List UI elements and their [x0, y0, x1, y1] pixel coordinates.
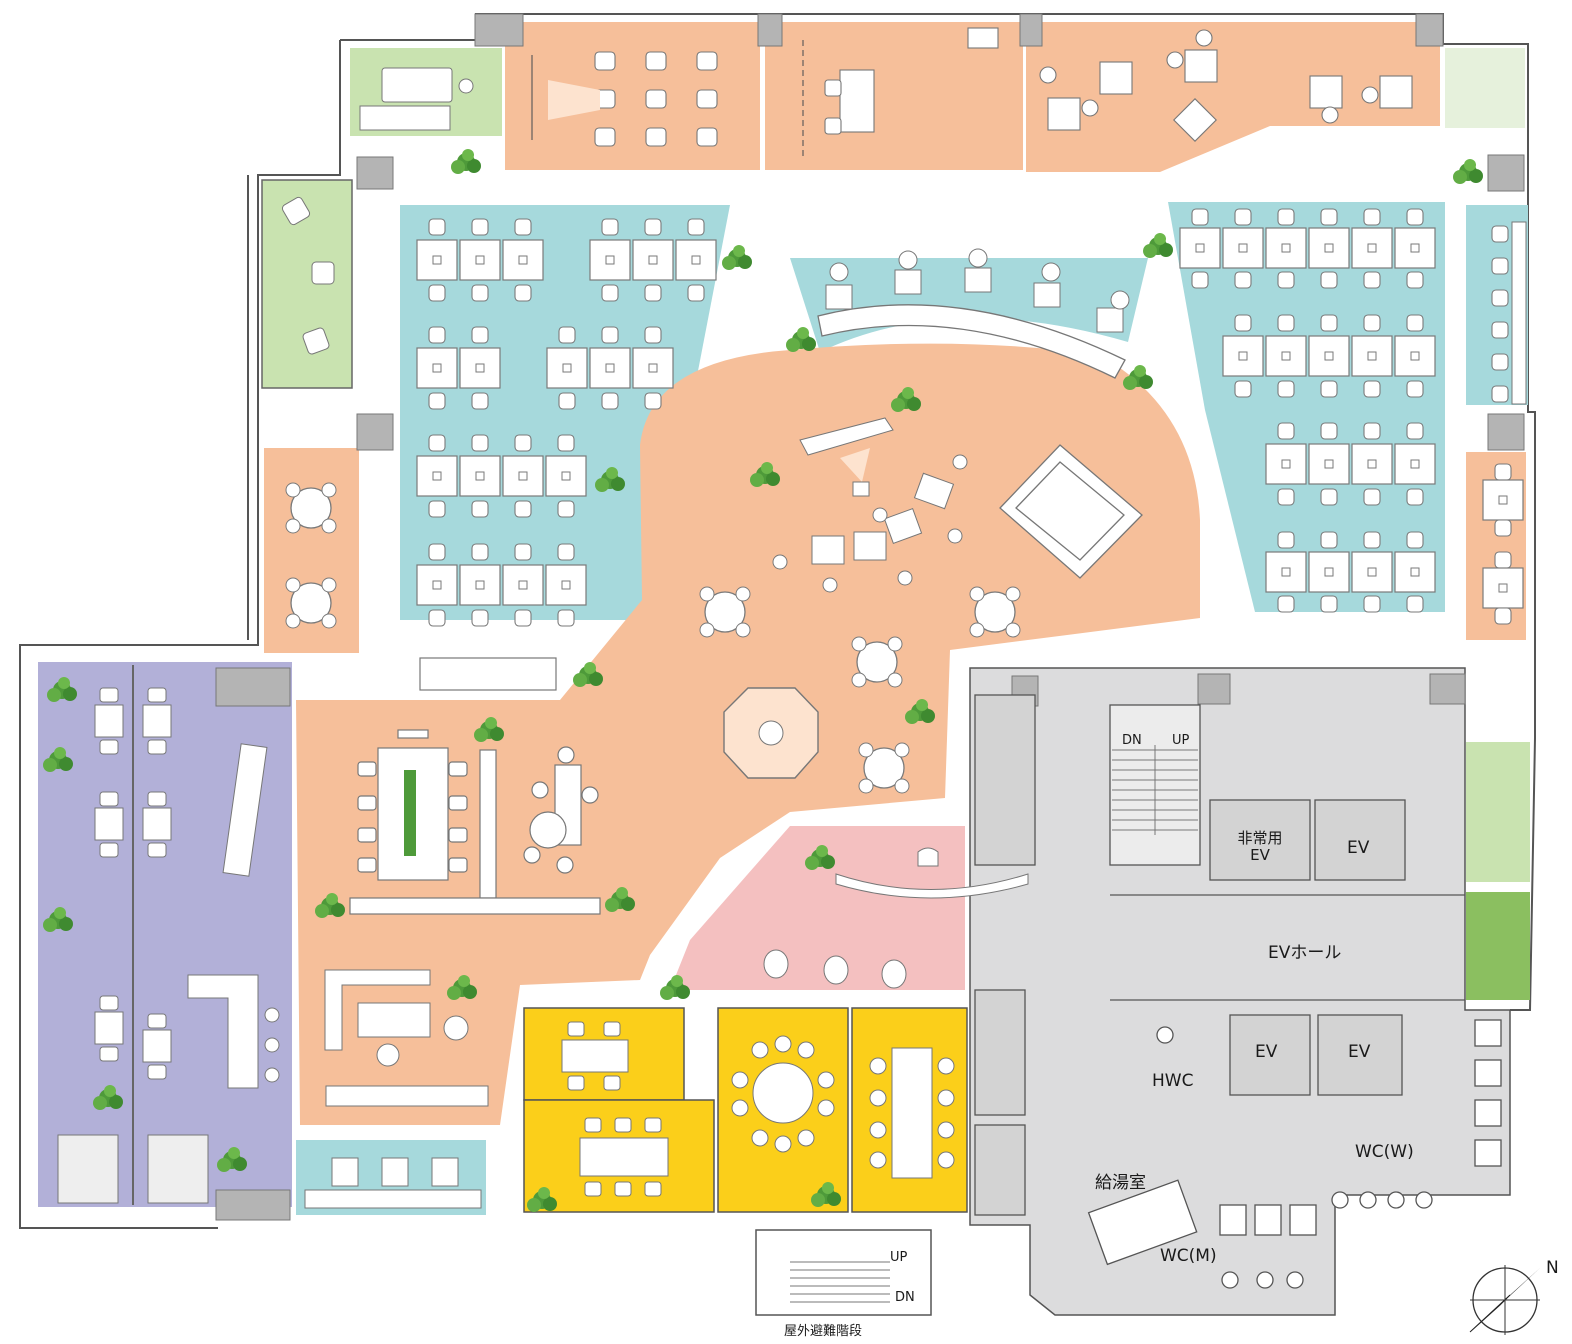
north-label: N	[1546, 1258, 1559, 1278]
work-area-north-arc	[790, 258, 1148, 352]
terrace-west-chairs	[281, 196, 335, 355]
gazebo	[723, 687, 819, 779]
curved-counter	[817, 248, 1130, 379]
ext-stair-dn-label: DN	[895, 1290, 915, 1305]
external-stair-steps	[790, 1261, 890, 1303]
room-north-3	[1026, 22, 1440, 172]
ev-label-2: EV	[1255, 1042, 1278, 1062]
lounge-sofa	[324, 969, 489, 1107]
room-north-1	[505, 22, 760, 170]
wc-women-label: WC(W)	[1355, 1142, 1414, 1162]
reception-area	[670, 826, 965, 990]
terrace-north-sofa	[359, 67, 474, 131]
ev-hall-label: EVホール	[1268, 943, 1342, 963]
ev-label-1: EV	[1347, 838, 1370, 858]
terrace-east-upper	[1466, 742, 1530, 882]
north-rooms-furniture	[531, 27, 1413, 160]
external-stair-box	[755, 1229, 932, 1316]
meeting-room-furniture	[561, 1021, 955, 1197]
ev-label-3: EV	[1348, 1042, 1371, 1062]
emergency-ev-label-line2: EV	[1250, 846, 1270, 864]
emergency-ev-label: 非常用 EV	[1228, 830, 1292, 864]
hwc-label: HWC	[1152, 1071, 1194, 1091]
ext-stairs-label: 屋外避難階段	[784, 1324, 863, 1339]
work-area-east	[1168, 202, 1445, 612]
compass-icon	[1469, 1265, 1540, 1335]
reception-furniture	[763, 847, 1029, 989]
pantry-label: 給湯室	[1095, 1173, 1146, 1193]
terrace-ne	[1445, 48, 1525, 128]
sw-work-strip	[304, 1157, 482, 1209]
ext-stair-up-label: UP	[890, 1250, 908, 1265]
big-sofa	[999, 444, 1143, 579]
terrace-east-lower	[1466, 892, 1530, 1000]
presentation-zone	[772, 417, 968, 593]
internal-stair-steps	[1112, 745, 1198, 835]
structural-columns	[215, 13, 1525, 1221]
stair-up-label: UP	[1172, 733, 1190, 748]
meeting-table-long	[349, 657, 601, 915]
emergency-ev-label-line1: 非常用	[1237, 829, 1283, 847]
core-details	[974, 694, 1502, 1289]
east-strip-chairs	[1491, 221, 1527, 405]
wc-men-label: WC(M)	[1160, 1246, 1217, 1266]
stair-dn-label: DN	[1122, 733, 1142, 748]
library-furniture	[57, 687, 280, 1204]
